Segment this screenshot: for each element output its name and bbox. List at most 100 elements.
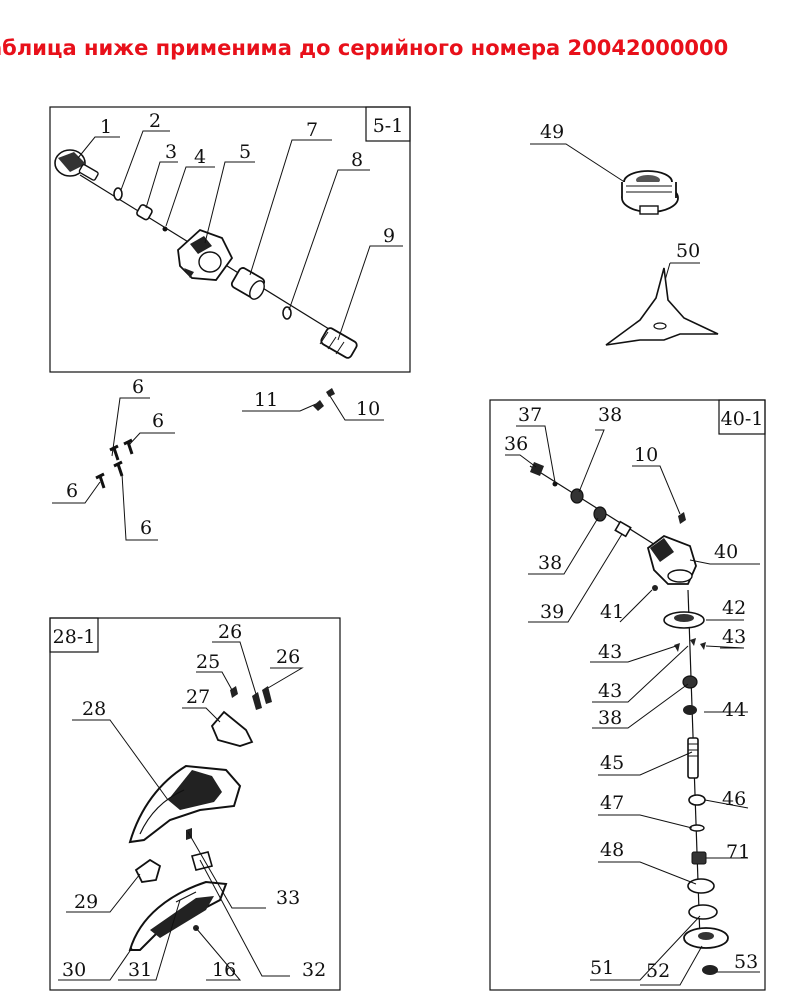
part-51 <box>688 904 718 920</box>
part-41 <box>652 585 658 591</box>
label-29: 29 <box>74 891 98 913</box>
label-6-b: 6 <box>152 410 164 432</box>
label-43-a: 43 <box>598 641 622 663</box>
group-tag-40-1: 40-1 <box>721 408 764 430</box>
part-52-cup <box>683 927 729 949</box>
label-10: 10 <box>356 398 380 420</box>
label-48: 48 <box>600 839 624 861</box>
label-53: 53 <box>734 951 758 973</box>
label-39: 39 <box>540 601 564 623</box>
label-44: 44 <box>722 699 746 721</box>
shaft-assembly <box>54 149 358 359</box>
label-38-c: 38 <box>598 707 622 729</box>
part-71 <box>691 851 707 865</box>
label-7: 7 <box>306 119 318 141</box>
label-6-c: 6 <box>66 480 78 502</box>
label-1: 1 <box>100 116 112 138</box>
part-43-a <box>690 638 696 646</box>
part-26-b <box>262 686 272 704</box>
frame-40-1-tag <box>718 399 766 435</box>
part-9-spline-sleeve <box>319 327 358 359</box>
leaders-40-1 <box>505 425 760 986</box>
label-38-a: 38 <box>598 404 622 426</box>
group-tag-5-1: 5-1 <box>373 115 404 137</box>
part-27-bracket <box>210 710 254 747</box>
part-46 <box>688 794 706 806</box>
part-43-c <box>700 642 706 650</box>
label-5: 5 <box>239 141 251 163</box>
part-7-sleeve <box>230 267 266 300</box>
part-28-guard <box>128 764 242 844</box>
label-36: 36 <box>504 433 528 455</box>
part-47 <box>689 824 705 832</box>
label-46: 46 <box>722 788 746 810</box>
page-title: аблица ниже применима до серийного номер… <box>0 36 729 60</box>
label-2: 2 <box>149 110 161 132</box>
leaders-5-1 <box>77 130 403 341</box>
label-26-b: 26 <box>276 646 300 668</box>
label-40: 40 <box>714 541 738 563</box>
label-43-b: 43 <box>722 626 746 648</box>
label-43-c: 43 <box>598 680 622 702</box>
label-52: 52 <box>646 960 670 982</box>
part-43-b <box>674 643 680 652</box>
gearbox-assembly <box>529 462 729 975</box>
label-8: 8 <box>351 149 363 171</box>
label-41: 41 <box>600 601 624 623</box>
part-1-knob <box>54 149 99 181</box>
parts-10-11 <box>242 388 384 421</box>
label-49: 49 <box>540 121 564 143</box>
label-42: 42 <box>722 597 746 619</box>
label-6-a: 6 <box>132 376 144 398</box>
part-3-bushing <box>136 204 153 221</box>
label-71: 71 <box>726 841 750 863</box>
leaders-28-1 <box>58 641 304 981</box>
label-27: 27 <box>186 686 210 708</box>
label-45: 45 <box>600 752 624 774</box>
group-frames <box>49 106 766 991</box>
frame-28-1-tag <box>49 617 99 653</box>
part-44 <box>683 705 697 715</box>
label-9: 9 <box>383 225 395 247</box>
label-50: 50 <box>676 240 700 262</box>
part-30-lower-guard <box>128 880 228 951</box>
label-30: 30 <box>62 959 86 981</box>
part-29 <box>134 858 162 883</box>
frame-5-1 <box>49 106 411 373</box>
part-2-washer <box>113 187 123 201</box>
part-31 <box>175 891 197 903</box>
label-26-a: 26 <box>218 621 242 643</box>
label-25: 25 <box>196 651 220 673</box>
label-32: 32 <box>302 959 326 981</box>
label-37: 37 <box>518 404 542 426</box>
label-4: 4 <box>194 146 206 168</box>
part-40-gear-housing <box>646 534 697 585</box>
frame-5-1-tag <box>365 106 411 142</box>
label-51: 51 <box>590 957 614 979</box>
part-45-spindle <box>687 737 699 779</box>
part-38-mid <box>593 506 607 522</box>
label-11: 11 <box>254 389 278 411</box>
part-48 <box>687 878 715 894</box>
group-tag-28-1: 28-1 <box>53 626 96 648</box>
label-31: 31 <box>128 959 152 981</box>
label-47: 47 <box>600 792 624 814</box>
part-49-spool <box>530 143 679 215</box>
part-38-upper <box>570 488 584 504</box>
part-10-screw <box>678 512 686 524</box>
part-39 <box>614 520 632 538</box>
label-38-b: 38 <box>538 552 562 574</box>
frame-40-1 <box>489 399 766 991</box>
part-5-housing <box>177 228 234 281</box>
guard-assembly <box>128 686 272 951</box>
frame-28-1 <box>49 617 341 991</box>
screws-6 <box>52 397 175 541</box>
label-3: 3 <box>165 141 177 163</box>
label-33: 33 <box>276 887 300 909</box>
part-50-blade <box>605 262 719 346</box>
label-10-b: 10 <box>634 444 658 466</box>
part-42-flange <box>663 611 705 629</box>
part-53-nut <box>702 965 718 975</box>
part-37 <box>552 481 558 487</box>
